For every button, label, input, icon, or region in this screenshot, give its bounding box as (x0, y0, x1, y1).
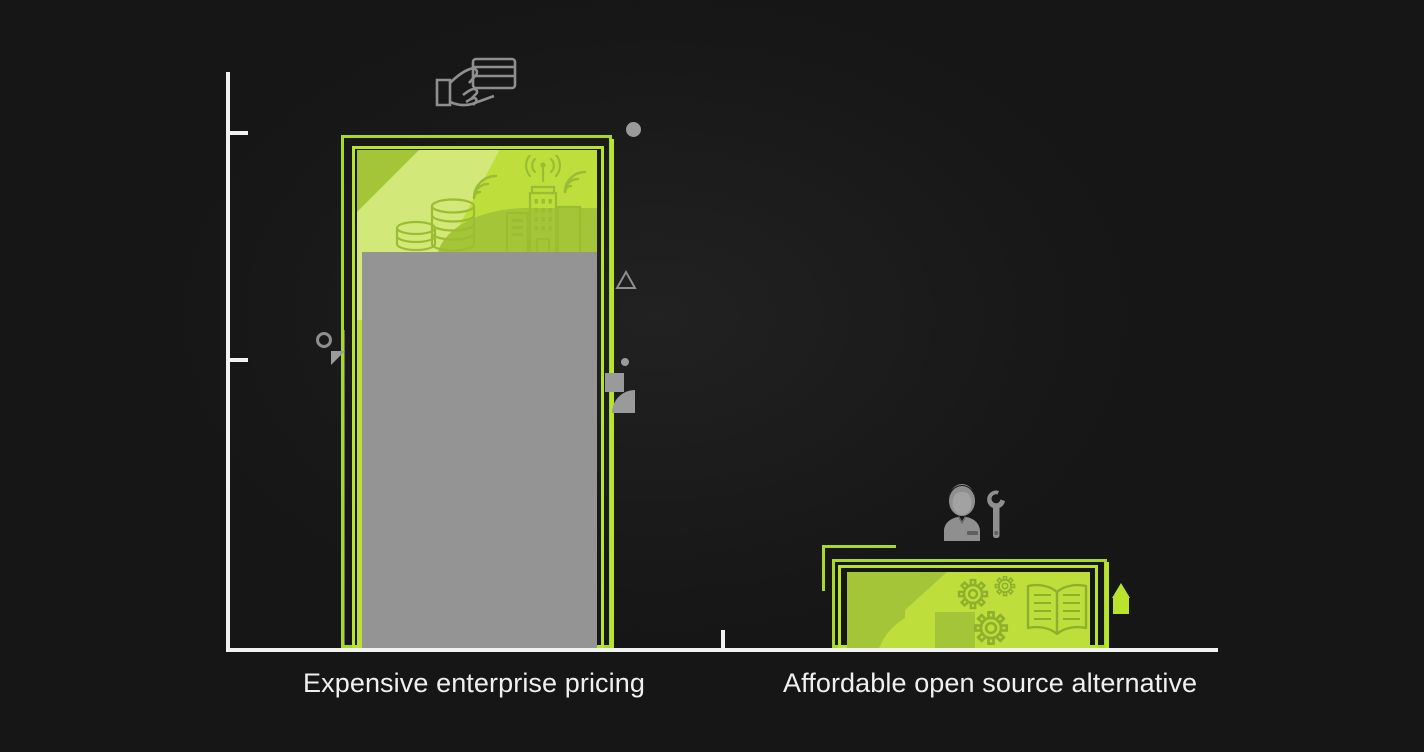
panel-corner-triangle (357, 150, 419, 212)
dot-accent (621, 358, 629, 366)
geometric-triangle-upper (905, 572, 947, 610)
geometric-blocks-icon (847, 572, 905, 610)
triangle-outline-accent (615, 269, 637, 295)
circle-filled-accent (626, 122, 641, 137)
city-buildings-icon (505, 155, 582, 257)
short-bar-right-accent-rule (1105, 562, 1109, 648)
square-green-accent (1113, 598, 1129, 614)
circle-outline-accent (316, 332, 332, 348)
gear-icon (957, 576, 1016, 646)
triangle-green-accent (1112, 583, 1130, 598)
y-axis-tick-upper (230, 131, 248, 135)
x-axis-tick-divider (721, 630, 725, 650)
square-accent (605, 373, 624, 392)
broadcast-tower-icon (525, 155, 561, 183)
coin-stacks-icon (395, 198, 476, 252)
wifi-signal-icon-secondary (563, 170, 587, 194)
y-axis-tick-lower (230, 358, 248, 362)
technician-with-wrench-icon (938, 484, 1006, 542)
tall-bar-right-accent-rule (610, 139, 614, 648)
y-axis (226, 72, 230, 652)
geometric-block-right (935, 612, 975, 648)
short-bar-outer-bracket (822, 545, 896, 591)
quarter-circle-accent (612, 390, 635, 413)
tall-bar-left-rule (343, 330, 345, 648)
tall-bar-panel (357, 150, 597, 648)
category-label-enterprise: Expensive enterprise pricing (303, 668, 645, 698)
short-bar-panel (847, 572, 1090, 648)
wedge-accent-left (331, 351, 345, 365)
x-axis (226, 648, 1218, 652)
hand-holding-credit-card-icon (434, 56, 518, 108)
category-label-open-source: Affordable open source alternative (783, 668, 1198, 698)
wifi-signal-icon (472, 174, 498, 200)
tall-bar-grey-overlay (362, 252, 597, 648)
open-book-icon (1026, 583, 1088, 636)
